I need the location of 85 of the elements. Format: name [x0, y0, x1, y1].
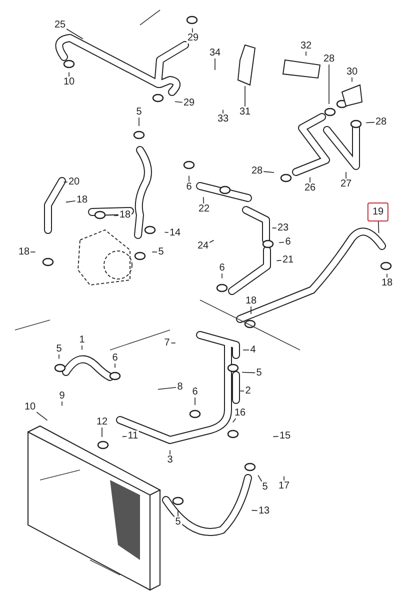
leader-line — [202, 196, 204, 204]
leader-line — [138, 117, 140, 126]
callout-number: 2 — [244, 386, 252, 396]
leader-line — [250, 306, 252, 314]
callout-number: 9 — [58, 390, 66, 402]
callout-number: 10 — [23, 402, 37, 412]
leader-line — [222, 109, 224, 114]
leader-line — [164, 232, 169, 233]
leader-line — [194, 397, 196, 406]
callout-number: 6 — [284, 236, 292, 248]
leader-line — [214, 58, 216, 70]
leader-line — [188, 175, 190, 182]
callout-number: 27 — [339, 178, 353, 190]
callout-number: 6 — [218, 262, 226, 274]
callout-number: 29 — [186, 32, 200, 44]
leader-line — [36, 412, 48, 421]
callout-number: 20 — [67, 176, 81, 188]
callout-number: 5 — [174, 516, 182, 528]
callout-number: 33 — [216, 114, 230, 124]
leader-line — [240, 390, 245, 392]
leader-line — [386, 273, 388, 278]
callout-number: 5 — [135, 106, 143, 118]
leader-line — [366, 122, 375, 124]
callout-number: 11 — [126, 430, 140, 442]
callout-number: 21 — [281, 254, 295, 266]
leader-line — [209, 240, 214, 243]
leader-line — [278, 242, 285, 244]
leader-line — [328, 64, 330, 104]
leader-line — [58, 354, 60, 360]
callout-number: 8 — [176, 382, 184, 392]
leader-line — [276, 260, 282, 262]
callout-number: 12 — [95, 416, 109, 428]
callout-number: 6 — [111, 352, 119, 364]
callout-number: 18 — [17, 246, 31, 258]
leader-line — [232, 418, 236, 423]
callout-number: 17 — [277, 480, 291, 492]
leader-line — [272, 436, 279, 438]
leader-line — [242, 372, 256, 374]
leader-line — [192, 28, 193, 33]
leader-line — [66, 28, 84, 40]
callout-number: 18 — [75, 194, 89, 206]
leader-line — [158, 387, 177, 390]
leader-line — [122, 436, 128, 438]
callout-number: 5 — [255, 368, 263, 378]
leader-line — [378, 221, 380, 234]
callout-number: 13 — [257, 506, 271, 516]
callout-number: 30 — [345, 66, 359, 78]
callout-number: 1 — [78, 334, 86, 346]
callout-number: 7 — [163, 338, 171, 348]
leader-line — [263, 171, 274, 173]
callout-number: 31 — [238, 106, 252, 118]
callout-number: 5 — [261, 482, 269, 492]
callout-number: 19 — [367, 202, 389, 222]
callout-number: 28 — [322, 54, 336, 64]
callout-number: 24 — [196, 240, 210, 252]
callout-number: 18 — [244, 296, 258, 306]
callout-number: 6 — [191, 386, 199, 398]
leader-line — [114, 363, 116, 368]
callout-number: 25 — [53, 20, 67, 30]
callout-number: 18 — [380, 278, 394, 288]
callout-number: 6 — [185, 182, 193, 192]
callout-number: 16 — [233, 408, 247, 418]
callout-number: 4 — [249, 344, 257, 356]
callout-number: 26 — [303, 182, 317, 194]
leader-line — [170, 342, 176, 344]
callout-number: 5 — [55, 344, 63, 354]
callout-number: 5 — [157, 246, 165, 258]
callout-number: 29 — [182, 98, 196, 108]
leader-line — [66, 200, 76, 203]
callout-number: 3 — [166, 454, 174, 466]
callout-number: 14 — [168, 228, 182, 238]
callout-number: 23 — [276, 222, 290, 234]
callout-number: 15 — [278, 430, 292, 442]
leader-line — [68, 72, 70, 77]
callout-number: 32 — [299, 40, 313, 52]
callout-number: 10 — [62, 76, 76, 88]
callout-number: 34 — [208, 48, 222, 58]
leader-line — [244, 86, 246, 107]
leader-line — [251, 510, 258, 512]
callout-number: 18 — [118, 210, 132, 220]
callout-number: 22 — [197, 204, 211, 214]
leader-line — [258, 474, 262, 482]
callout-number: 28 — [250, 166, 264, 176]
leader-line — [114, 215, 119, 216]
callout-number: 28 — [374, 116, 388, 128]
